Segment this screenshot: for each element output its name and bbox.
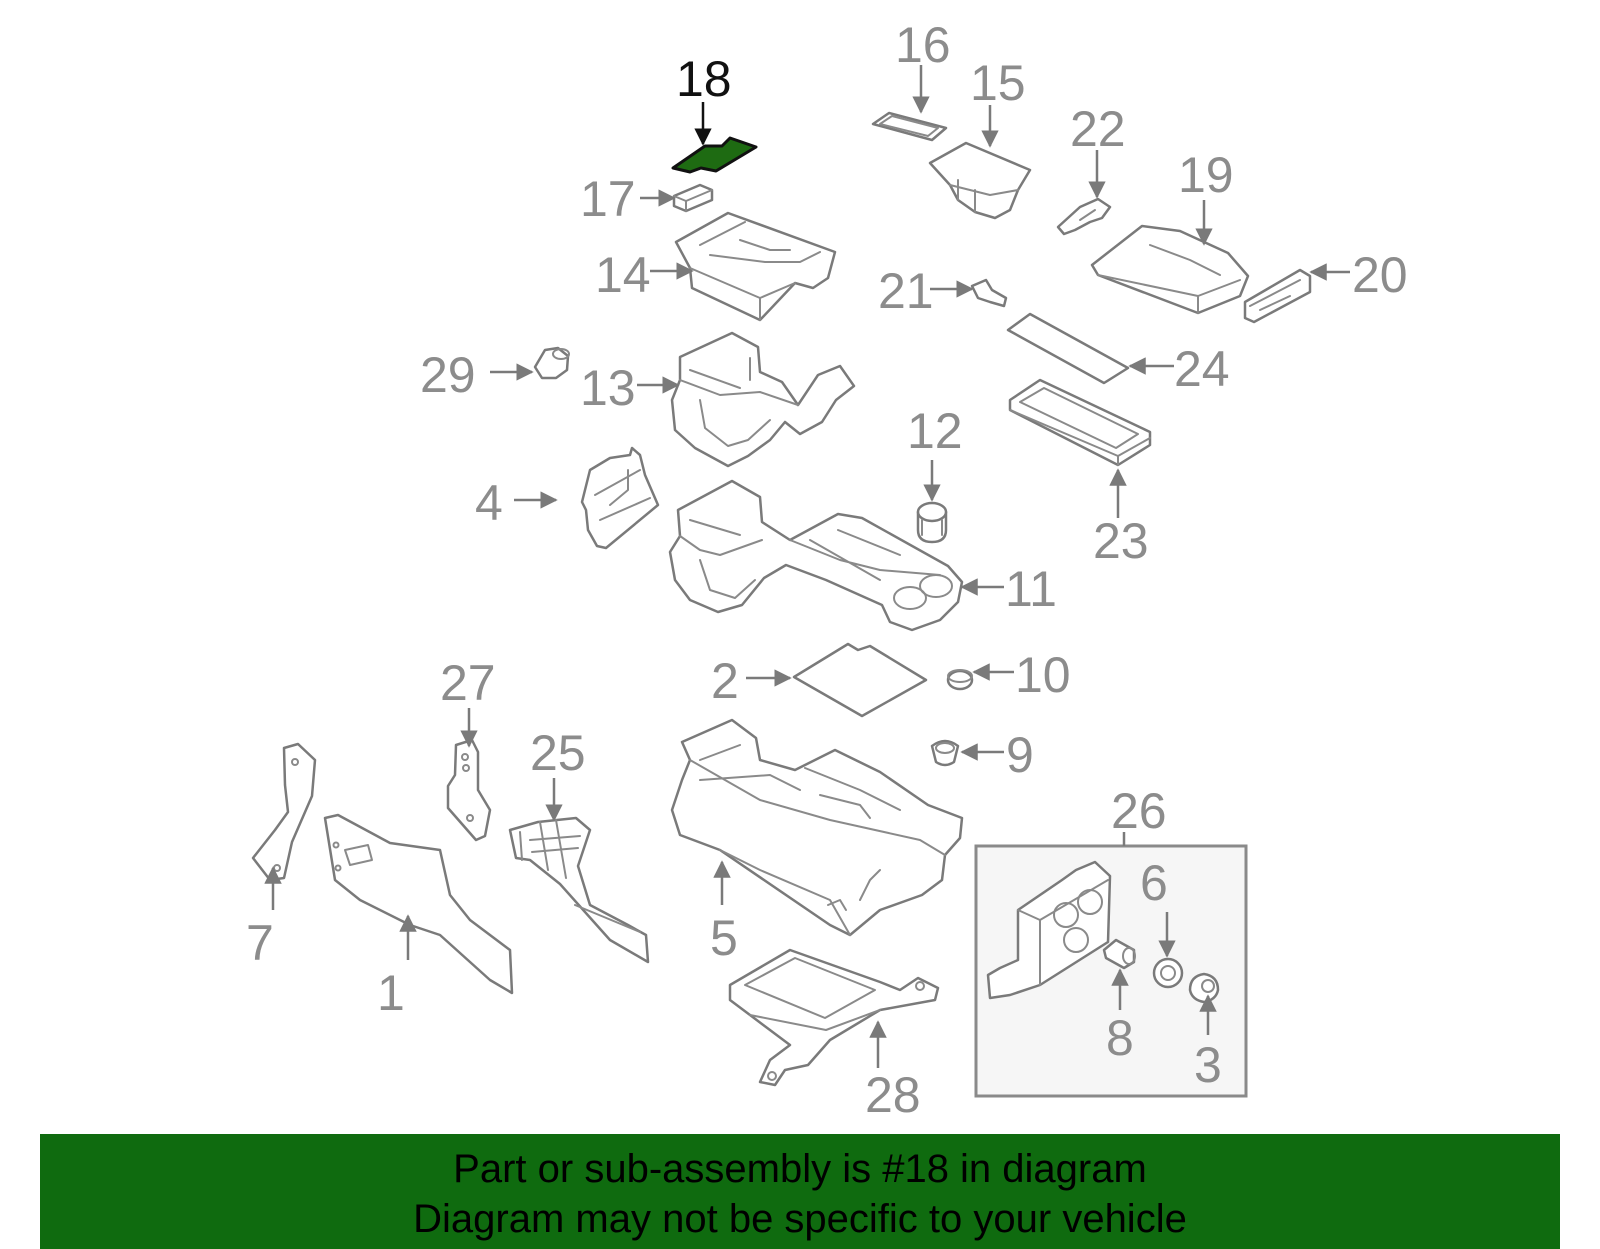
callout-19: 19 xyxy=(1178,147,1234,203)
callout-2: 2 xyxy=(711,653,739,709)
part-9[interactable]: 9 xyxy=(930,727,1034,783)
callout-10: 10 xyxy=(1015,647,1071,703)
part-24[interactable]: 24 xyxy=(1006,312,1230,397)
callout-3: 28 xyxy=(865,1067,921,1123)
parts-diagram: 18 16 15 22 19 17 14 xyxy=(246,17,1408,1123)
callout-22: 22 xyxy=(1070,101,1126,157)
callout-9: 9 xyxy=(1006,727,1034,783)
callout-29: 29 xyxy=(420,347,476,403)
part-15[interactable]: 15 xyxy=(928,55,1032,220)
callout-25: 25 xyxy=(530,725,586,781)
part-12[interactable]: 12 xyxy=(907,403,963,544)
callout-1: 5 xyxy=(710,910,738,966)
part-27[interactable]: 27 xyxy=(440,655,496,842)
part-1[interactable]: 5 xyxy=(670,718,964,966)
callout-8: 3 xyxy=(1194,1037,1222,1093)
part-22[interactable]: 22 xyxy=(1056,101,1126,236)
part-11[interactable]: 11 xyxy=(668,479,1057,632)
part-13[interactable]: 13 xyxy=(580,331,856,468)
callout-27: 27 xyxy=(440,655,496,711)
part-14[interactable]: 14 xyxy=(595,211,837,322)
callout-21: 21 xyxy=(878,263,934,319)
part-28[interactable]: 7 xyxy=(246,742,317,971)
callout-14: 14 xyxy=(595,247,651,303)
callout-16: 16 xyxy=(895,17,951,73)
callout-26: 1 xyxy=(377,965,405,1021)
banner-line-2: Diagram may not be specific to your vehi… xyxy=(413,1197,1187,1241)
callout-6: 8 xyxy=(1106,1010,1134,1066)
callout-15: 15 xyxy=(970,55,1026,111)
part-23[interactable]: 23 xyxy=(1008,378,1152,569)
part-4[interactable]: 4 xyxy=(475,446,660,550)
banner-line-1: Part or sub-assembly is #18 in diagram xyxy=(453,1147,1147,1191)
part-17[interactable]: 17 xyxy=(580,171,714,227)
part-18-highlighted[interactable]: 18 xyxy=(671,51,758,174)
part-29[interactable]: 29 xyxy=(420,346,570,403)
part-16[interactable]: 16 xyxy=(871,17,951,142)
part-3[interactable]: 28 xyxy=(728,948,940,1123)
part-26[interactable]: 1 xyxy=(323,813,514,1021)
callout-5: 26 xyxy=(1111,783,1167,839)
callout-17: 17 xyxy=(580,171,636,227)
callout-20: 20 xyxy=(1352,247,1408,303)
part-21[interactable]: 21 xyxy=(878,263,1008,319)
part-10[interactable]: 10 xyxy=(946,647,1071,703)
part-2[interactable]: 2 xyxy=(711,642,928,718)
callout-12: 12 xyxy=(907,403,963,459)
callout-11: 11 xyxy=(1005,561,1057,617)
info-banner: Part or sub-assembly is #18 in diagram D… xyxy=(40,1134,1560,1249)
part-19[interactable]: 19 xyxy=(1090,147,1250,315)
callout-23: 23 xyxy=(1093,513,1149,569)
part-20[interactable]: 20 xyxy=(1243,247,1408,324)
callout-7: 6 xyxy=(1140,855,1168,911)
part-25[interactable]: 25 xyxy=(508,725,650,964)
callout-28: 7 xyxy=(246,915,274,971)
callout-24: 24 xyxy=(1174,341,1230,397)
part-5-group[interactable]: 26 6 8 3 xyxy=(974,783,1248,1098)
callout-18: 18 xyxy=(676,51,732,107)
callout-4: 4 xyxy=(475,475,503,531)
callout-13: 13 xyxy=(580,360,636,416)
